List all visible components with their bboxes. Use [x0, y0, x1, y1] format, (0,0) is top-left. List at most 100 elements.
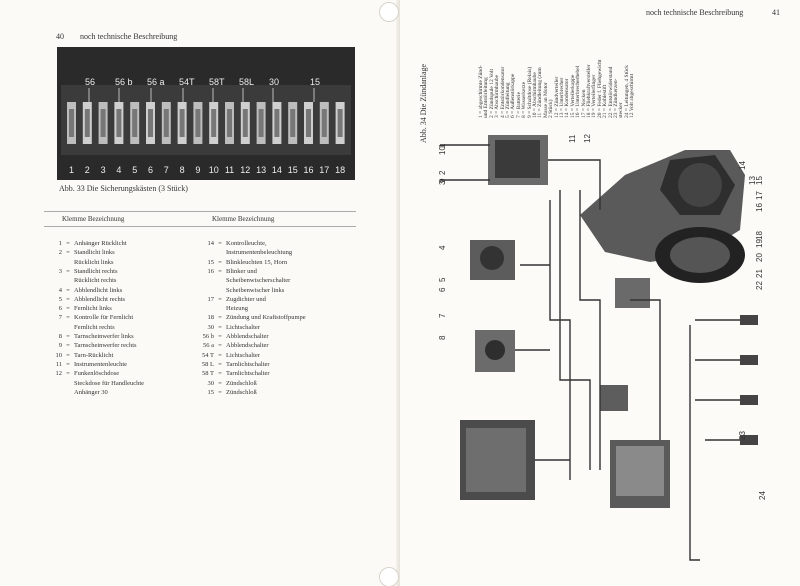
terminal-description: Fernlicht rechts — [74, 323, 115, 331]
terminal-number: 18 — [207, 314, 215, 322]
table-row: 7 = Kontrolle für Fernlicht — [44, 313, 133, 322]
equals-sign: = — [66, 342, 70, 350]
table-row: 8=Tarnscheinwerfer links — [44, 332, 134, 341]
terminal-number: 5 — [58, 295, 62, 303]
table-row: 5=Abblendlicht rechts — [44, 295, 125, 304]
table-row: 15=Blinkleuchten 15, Horn — [196, 258, 288, 267]
terminal-number: 1 — [58, 240, 62, 247]
table-header-right: Klemme Bezeichnung — [212, 215, 275, 223]
callout-number: 9 — [438, 178, 447, 183]
callout-number: 2 — [438, 170, 447, 175]
table-row: 10=Tarn-Rücklicht — [44, 351, 114, 360]
fuse-element — [290, 109, 296, 137]
callout-number: 12 — [583, 134, 592, 143]
equals-sign: = — [218, 267, 222, 275]
callout-number: 18 — [755, 231, 764, 240]
callout-number: 6 — [438, 287, 447, 292]
equals-sign: = — [218, 388, 222, 396]
terminal-number: 30 — [207, 379, 215, 387]
equals-sign: = — [66, 360, 70, 368]
table-row: Scheibenwischer links — [196, 286, 284, 295]
table-row: 4=Abblendlicht links — [44, 286, 122, 295]
callout-number: 3 — [438, 180, 447, 185]
equals-sign: = — [218, 314, 222, 322]
junction-box — [610, 440, 670, 508]
terminal-description: Standlicht links — [74, 249, 115, 257]
terminal-description: Instrumentenleuchte — [74, 360, 128, 368]
callout-number: 19 — [755, 239, 764, 248]
terminal-description: Kontrolle für Fernlicht — [74, 314, 134, 322]
fuse-number: 6 — [148, 165, 153, 175]
terminal-description: Blinkleuchten 15, Horn — [226, 258, 288, 266]
equals-sign: = — [66, 314, 70, 322]
terminal-description: Blinker und — [226, 267, 257, 275]
terminal-description: Zündschloß — [226, 379, 257, 387]
battery-unit — [460, 420, 535, 500]
fuse-group-label: 15 — [310, 77, 320, 87]
table-row: 30= Zündschloß — [196, 379, 257, 388]
fuse-group-label: 58T — [209, 77, 225, 87]
terminal-description: Anhänger 30 — [74, 388, 108, 396]
fuse-number: 15 — [288, 165, 298, 175]
table-row: 2=Standlicht links — [44, 248, 115, 257]
starter-unit — [475, 330, 515, 372]
fuse-number: 7 — [164, 165, 169, 175]
table-row: Rücklicht rechts — [44, 276, 116, 285]
terminal-description: Tarnscheinwerfer rechts — [74, 342, 137, 350]
equals-sign: = — [66, 333, 70, 340]
terminal-number: 4 — [58, 286, 62, 294]
fuse-element — [179, 109, 185, 137]
terminal-description: Standlicht rechts — [74, 267, 118, 275]
fuse-element — [242, 109, 248, 137]
terminal-number: 8 — [58, 333, 62, 340]
table-row: 14=Kontrolleuchte, — [196, 239, 267, 248]
callout-number: 23 — [738, 431, 747, 440]
equals-sign: = — [218, 351, 222, 359]
terminal-description: Lichtschalter — [226, 323, 260, 331]
terminal-description: Anhänger Rücklicht — [74, 240, 127, 247]
equals-sign: = — [218, 333, 222, 340]
terminal-description: Rücklicht rechts — [74, 277, 117, 285]
terminal-description: Zugdichter und — [226, 295, 266, 303]
terminal-number: 58 L — [201, 360, 214, 368]
running-head: noch technische Beschreibung — [80, 32, 178, 41]
fuse-number: 17 — [319, 165, 329, 175]
callout-number: 8 — [438, 335, 447, 340]
fuse-element — [211, 109, 217, 137]
equals-sign: = — [66, 305, 70, 313]
equals-sign: = — [218, 379, 222, 387]
table-row: 16=Blinker und — [196, 267, 257, 276]
table-row: Rücklicht links — [44, 258, 114, 267]
ignition-coil — [470, 240, 515, 280]
callout-number: 22 — [755, 281, 764, 290]
equals-sign: = — [218, 295, 222, 303]
mid-components — [600, 278, 650, 411]
table-row: 1=Anhänger Rücklicht — [44, 239, 127, 248]
equals-sign: = — [66, 370, 70, 378]
callout-number: 15 — [755, 176, 764, 185]
terminal-description: Abblendlicht rechts — [74, 295, 126, 303]
fuse-element — [337, 109, 343, 137]
fuse-number: 3 — [101, 165, 106, 175]
terminal-number: 3 — [58, 267, 62, 275]
terminal-number: 15 — [207, 388, 215, 396]
table-row: 58 T=Tarnlichtschalter — [196, 369, 270, 378]
fuse-number: 16 — [303, 165, 313, 175]
equals-sign: = — [218, 323, 222, 331]
callout-number: 20 — [755, 253, 764, 262]
callout-number: 13 — [748, 176, 757, 185]
spark-plugs — [740, 315, 758, 445]
fuse-number: 5 — [132, 165, 137, 175]
callout-number: 24 — [758, 491, 767, 500]
fuse-number: 2 — [85, 165, 90, 175]
fuse-number: 11 — [225, 165, 234, 175]
engine-block — [580, 150, 745, 283]
equals-sign: = — [66, 249, 70, 257]
callout-number: 1 — [438, 143, 447, 148]
terminal-number: 7 — [58, 314, 62, 322]
terminal-number: 54 T — [202, 351, 214, 359]
relay-box — [488, 135, 548, 185]
fuse-number: 10 — [209, 165, 219, 175]
terminal-description: Instrumentenbeleuchtung — [226, 249, 293, 257]
